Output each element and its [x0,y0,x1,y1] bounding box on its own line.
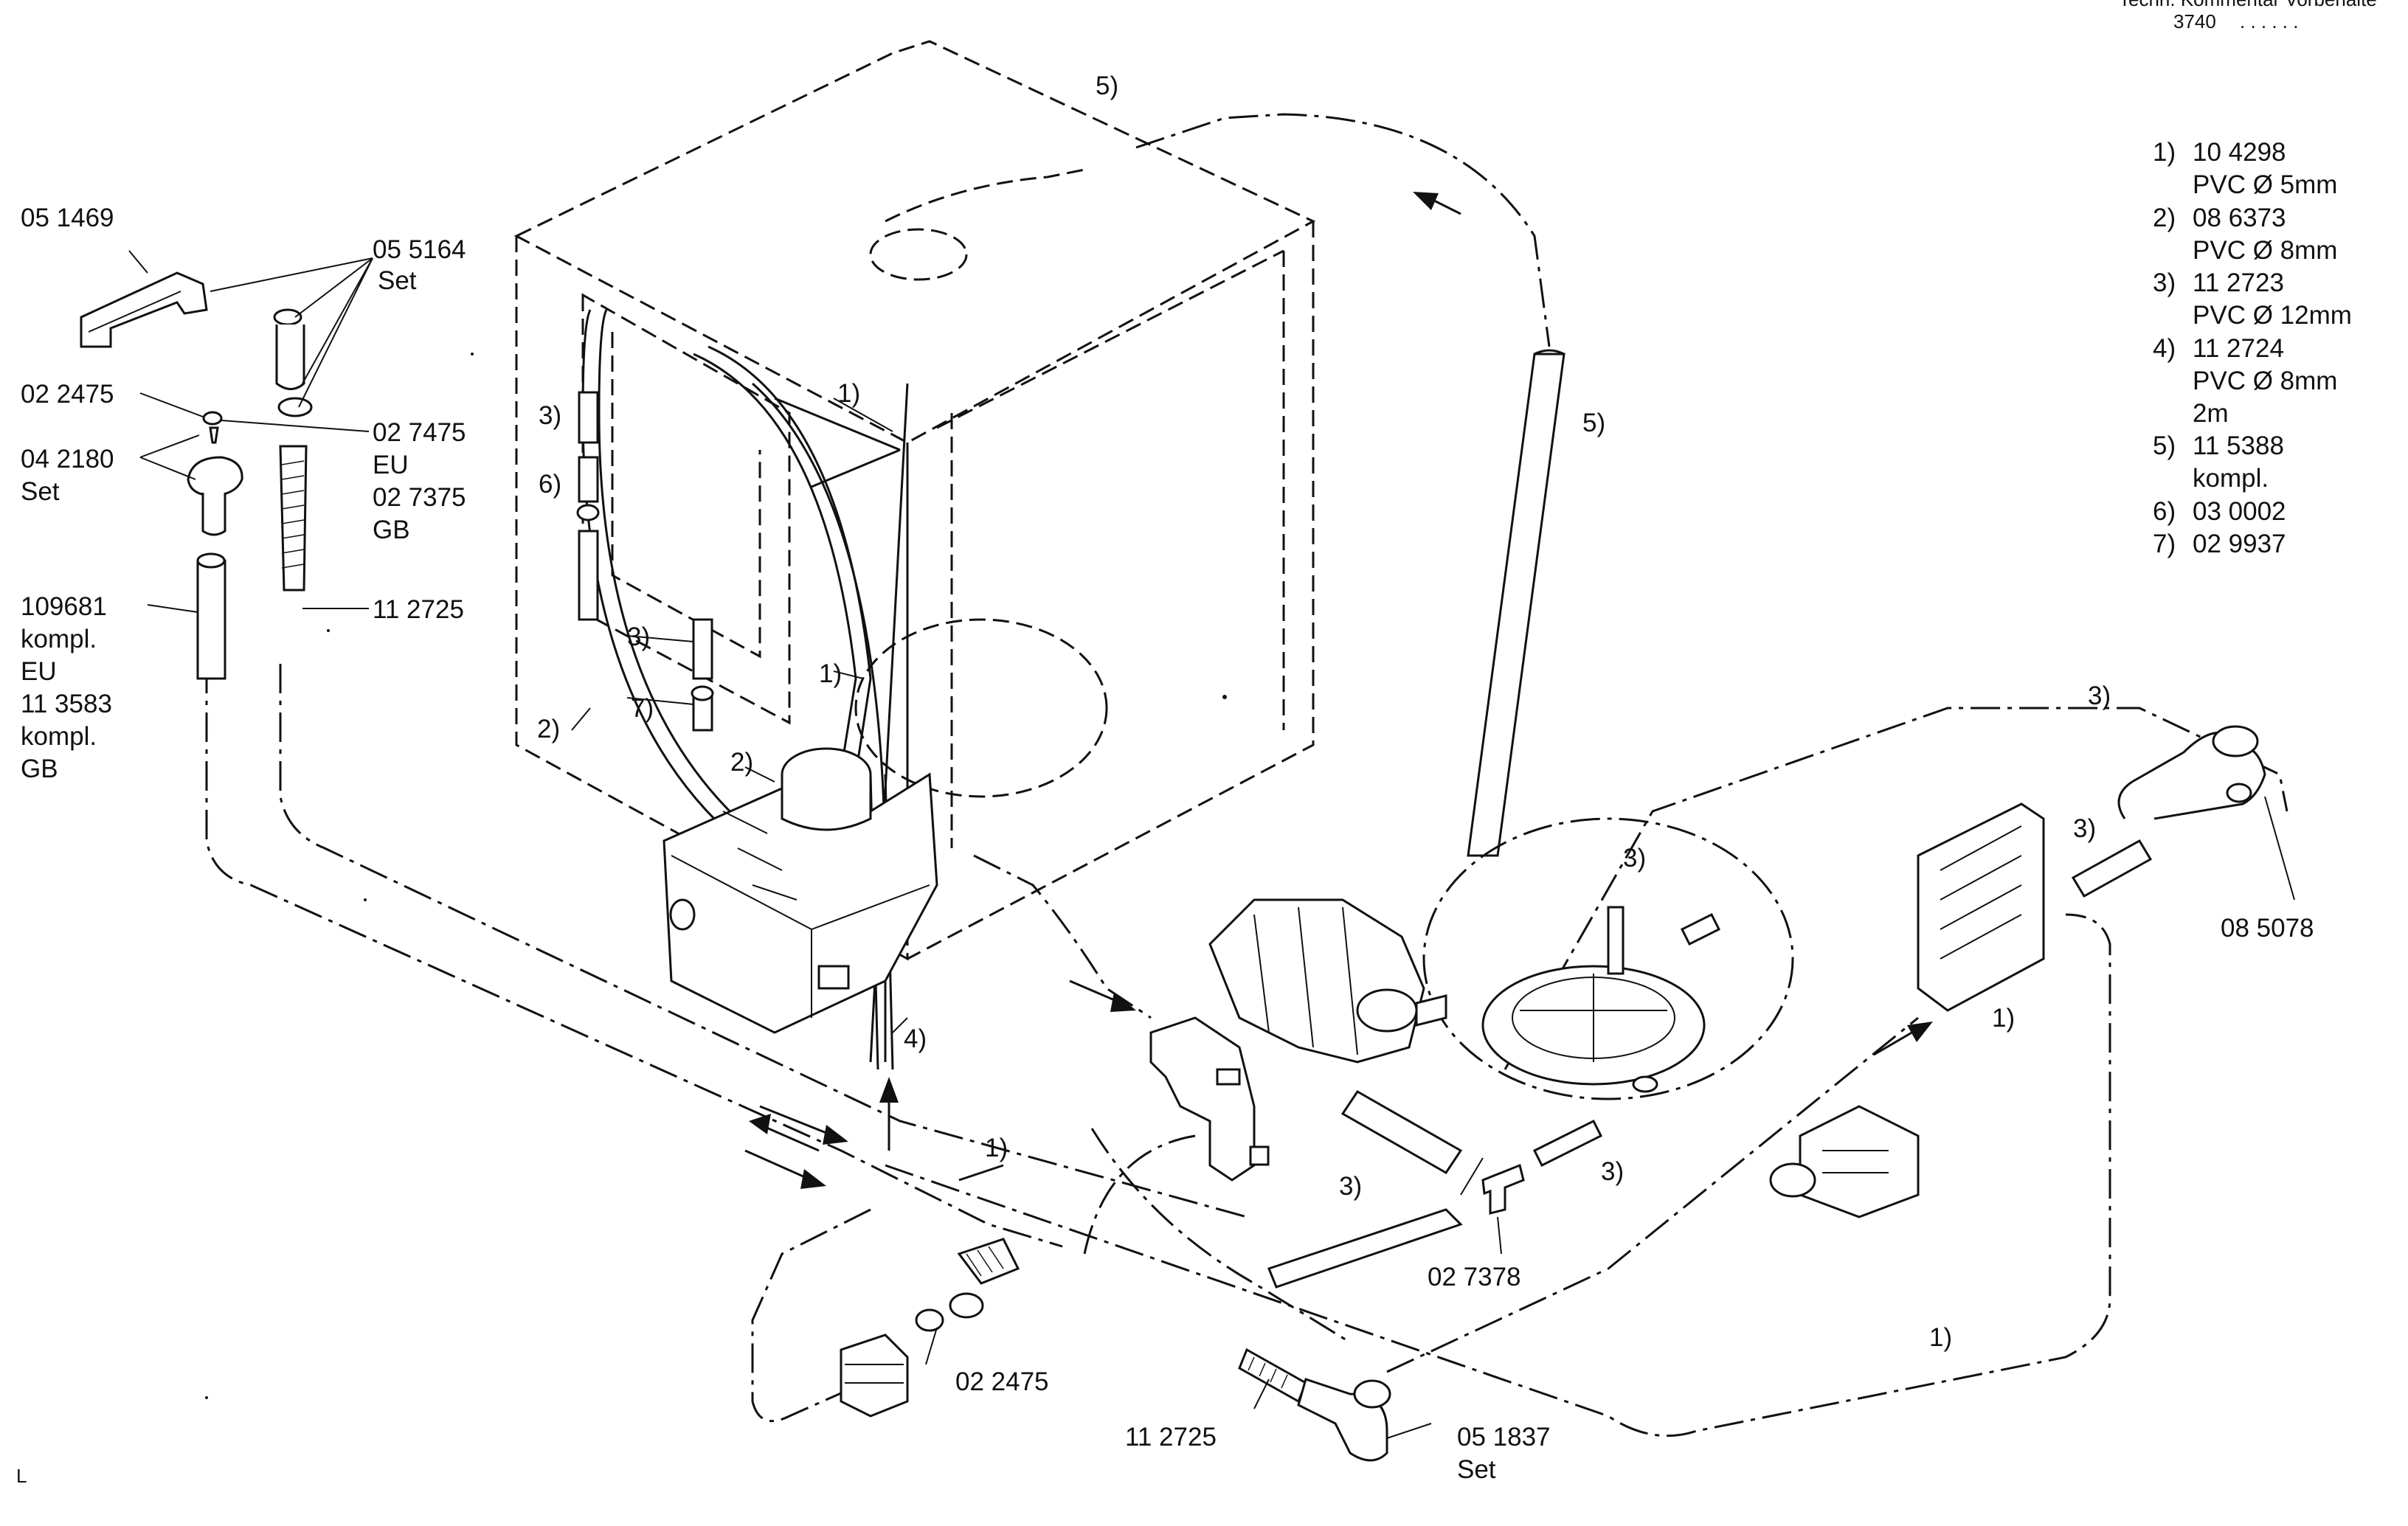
callout-3-right-mid: 3) [2073,814,2096,843]
callout-5-right: 5) [1582,409,1605,437]
legend-extra-4: 2m [2193,399,2229,428]
callout-7: 7) [631,694,654,723]
legend-code-4: 11 2724 [2193,334,2284,363]
legend-code-1: 10 4298 [2193,138,2286,167]
legend-code-2: 08 6373 [2193,204,2286,232]
drain-elbow-051837 [1238,1348,1391,1462]
loop-hose-085078 [2117,725,2266,820]
label-027475: 02 7475 [373,418,466,447]
callout-3-left-top: 3) [539,401,561,430]
pipe-109681 [196,552,226,680]
callout-3-right-top: 3) [2088,682,2111,710]
legend-key-4: 4) [2153,334,2176,363]
legend-desc-3: PVC Ø 12mm [2193,301,2352,330]
label-051469: 05 1469 [21,204,114,232]
label-109681-kompl: kompl. [21,625,97,653]
label-027375-gb: GB [373,516,410,544]
leader-lines [128,250,2295,1439]
callout-labels: 5) 5) 1) 1) 1) 1) 1) 2) 2) 3) 3) 3) 3) 3… [537,72,2111,1352]
corner-mark: L [16,1465,27,1487]
legend-desc-4: PVC Ø 8mm [2193,367,2337,395]
legend-code-3: 11 2723 [2193,268,2284,297]
label-051837-set: Set [1457,1455,1496,1484]
label-109681: 109681 [21,592,107,621]
legend-desc-2: PVC Ø 8mm [2193,236,2337,265]
valve-assembly [1769,1105,1920,1218]
label-027378: 02 7378 [1428,1263,1521,1291]
softener-unit [662,747,938,1034]
label-051837: 05 1837 [1457,1423,1551,1452]
header-number: 3740 [2173,10,2216,32]
legend-key-2: 2) [2153,204,2176,232]
label-042180-set: Set [21,477,60,506]
header-note: Techn. Kommentar Vorbehalte [2119,0,2377,10]
legend-code-7: 02 9937 [2193,530,2286,558]
label-112725-bottom: 11 2725 [1125,1423,1217,1452]
inlet-valve [840,1292,984,1418]
callout-1-low: 1) [985,1134,1008,1162]
callout-3-hose-a: 3) [1339,1172,1362,1201]
coupling [957,1238,1020,1285]
label-055164: 05 5164 [373,235,466,264]
clamp-set-055164 [273,308,313,417]
label-022475-bottom: 02 2475 [955,1367,1049,1396]
flow-arrows [744,192,1933,1189]
callout-1-top: 1) [837,379,860,408]
control-board [1917,802,2045,1012]
clip-051469 [80,271,208,348]
label-113583-gb: GB [21,755,58,783]
callout-1-mid: 1) [819,659,842,688]
callout-2-mid: 2) [730,748,753,777]
callout-5-top: 5) [1096,72,1118,100]
fittings-left [576,391,714,732]
legend-key-6: 6) [2153,497,2176,526]
legend-desc-5: kompl. [2193,464,2269,493]
label-109681-eu: EU [21,657,57,686]
legend: 1) 10 4298 PVC Ø 5mm 2) 08 6373 PVC Ø 8m… [2153,138,2352,558]
callout-1-bottom: 1) [1929,1323,1952,1352]
label-027475-eu: EU [373,451,409,479]
knob-set-042180 [187,411,243,536]
sump-filter [1481,906,1721,1093]
label-055164-set: Set [378,266,417,295]
callout-3-pump: 3) [1623,844,1646,873]
callout-1-right: 1) [1992,1004,2015,1033]
stray-marks [205,353,1227,1399]
hose-routes [205,113,2288,1437]
corrugated-hose-027475 [279,445,308,592]
label-085078: 08 5078 [2221,914,2314,943]
callout-3-left-mid: 3) [627,622,650,651]
label-042180: 04 2180 [21,445,114,474]
legend-key-3: 3) [2153,268,2176,297]
label-022475-top: 02 2475 [21,380,114,409]
label-113583-kompl: kompl. [21,722,97,751]
legend-code-5: 11 5388 [2193,431,2284,460]
label-113583: 11 3583 [21,690,112,718]
t-fitting-027378 [1481,1163,1525,1215]
callout-4: 4) [904,1024,927,1053]
legend-key-1: 1) [2153,138,2176,167]
label-027375: 02 7375 [373,483,466,512]
legend-key-7: 7) [2153,530,2176,558]
callout-2-left: 2) [537,715,560,743]
label-112725-left: 11 2725 [373,595,464,624]
legend-key-5: 5) [2153,431,2176,460]
header-dots: . . . . . . [2240,10,2298,32]
part-labels: 05 1469 05 5164 Set 02 2475 04 2180 Set … [21,204,2314,1484]
circulation-pump [1208,898,1447,1064]
bracket [1149,1016,1270,1182]
legend-desc-1: PVC Ø 5mm [2193,170,2337,199]
legend-code-6: 03 0002 [2193,497,2286,526]
callout-3-hose-b: 3) [1601,1157,1624,1186]
callout-6: 6) [539,470,561,499]
